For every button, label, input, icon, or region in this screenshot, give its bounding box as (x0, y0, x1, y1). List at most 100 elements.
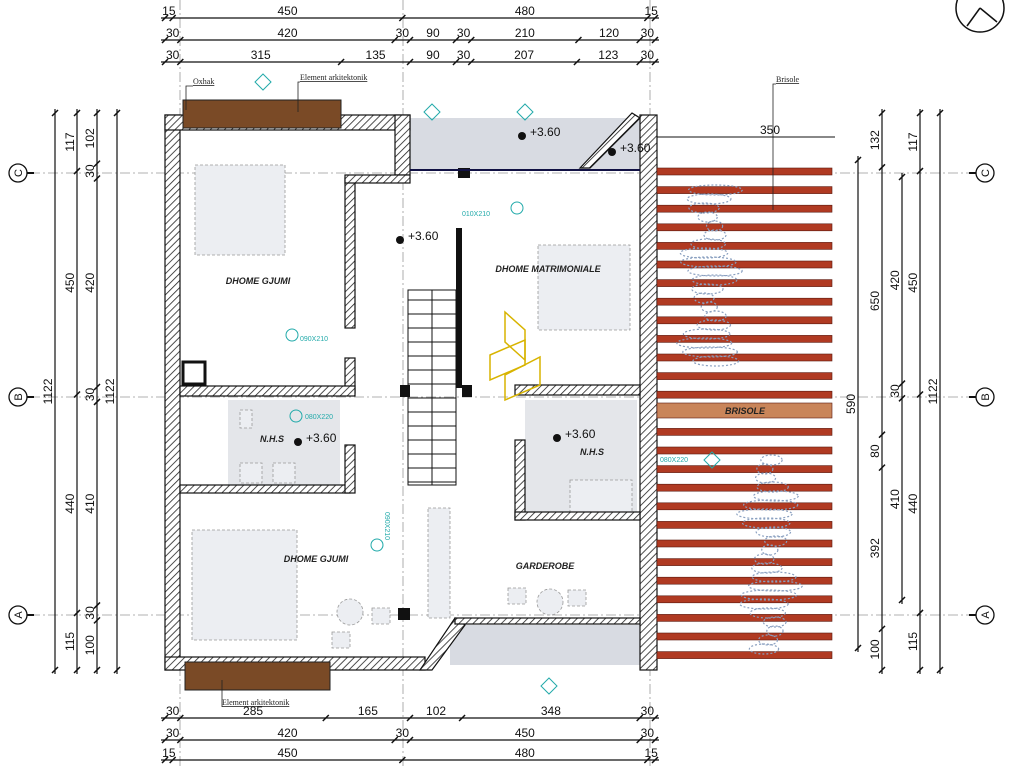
dimension-label: 30 (166, 726, 180, 740)
dimension-tick (916, 666, 924, 674)
level-balcony-corner: +3.60 (620, 141, 651, 155)
dimension-tick (161, 36, 169, 44)
dimension-tick (458, 714, 466, 722)
dimension-label: 30 (83, 387, 97, 401)
plant (688, 202, 720, 214)
dimension-label: 30 (641, 726, 655, 740)
note-architectural-element: Element arkitektonik (300, 73, 367, 82)
dimension-label: 30 (83, 164, 97, 178)
plant (700, 301, 718, 313)
dimension-tick (176, 736, 184, 744)
plant (742, 499, 799, 511)
plant (736, 508, 793, 520)
north-arrow (955, 0, 1005, 33)
dimension-label: 102 (426, 704, 446, 718)
dimension-label: 480 (515, 4, 535, 18)
level-markers: +3.60 +3.60 +3.60 +3.60 +3.60 (294, 125, 651, 446)
wall-bath-left-bottom (179, 484, 351, 494)
plant (691, 283, 724, 295)
opening-door-master: 010X210 (462, 211, 490, 218)
terrace-slat (656, 242, 833, 250)
terrace-slat (656, 595, 833, 604)
dimension-tick (878, 163, 886, 171)
plant (679, 247, 729, 259)
dimension-label: 1122 (41, 378, 55, 404)
level-bath-left: +3.60 (306, 431, 337, 445)
dimension-label: 450 (515, 726, 535, 740)
plant (756, 481, 789, 493)
terrace-slat (656, 539, 833, 548)
terrace-dimension: 350 (657, 123, 835, 138)
dimension-tick (73, 609, 81, 617)
wall-left (164, 114, 181, 671)
plant (751, 571, 797, 583)
column (400, 385, 410, 397)
dimension-label: 650 (868, 291, 882, 311)
terrace-slats (656, 167, 833, 659)
dimension-label: 30 (457, 48, 471, 62)
axis-label: C (13, 169, 25, 177)
plant (692, 355, 740, 367)
dimension-tick (651, 14, 659, 22)
table (336, 598, 364, 626)
plant (766, 625, 784, 637)
dimension-label: 450 (277, 4, 297, 18)
terrace-depth-label: 350 (760, 123, 780, 137)
plant (705, 220, 724, 232)
dimension-label: 210 (515, 26, 535, 40)
dimension-tick (51, 109, 59, 117)
room-label-bedroom: DHOME GJUMI (226, 276, 291, 286)
dimension-label: 30 (641, 26, 655, 40)
dimension-tick (452, 36, 460, 44)
dimension-label: 410 (888, 489, 902, 509)
dimension-label: 123 (598, 48, 618, 62)
dimension-tick (916, 167, 924, 175)
dimension-label: 90 (426, 48, 440, 62)
terrace-slat (656, 558, 833, 566)
dimension-tick (406, 36, 414, 44)
dimension-tick (391, 736, 399, 744)
dimension-label: 15 (162, 746, 176, 760)
dimension-label: 90 (426, 26, 440, 40)
plant (739, 598, 789, 610)
terrace-slat (656, 428, 833, 436)
wall-bottom-right (454, 617, 641, 625)
plant (751, 562, 783, 574)
plant (682, 328, 731, 340)
dimension-tick (573, 58, 581, 66)
shower (569, 479, 633, 513)
dimension-label: 115 (906, 632, 920, 651)
dimension-label: 30 (888, 384, 902, 398)
terrace-slat (656, 204, 833, 213)
dimension-tick (651, 714, 659, 722)
room-label-bath: N.H.S (260, 434, 284, 444)
note-chimney: Oxhak (193, 77, 214, 86)
dimension-tick (73, 666, 81, 674)
dimension-label: 120 (599, 26, 619, 40)
wall-diagonal (418, 617, 466, 671)
dimension-tick (322, 714, 330, 722)
dimension-tick (636, 736, 644, 744)
plant (691, 274, 738, 286)
wall-bath-right-bottom (514, 511, 641, 521)
dimension-tick (93, 601, 101, 609)
dimension-tick (73, 390, 81, 399)
table-garderobe (536, 588, 564, 616)
terrace-slat (656, 465, 833, 473)
wall-hall-top (344, 174, 411, 184)
dimension-label: 102 (83, 128, 97, 148)
plant (758, 634, 779, 646)
plant (749, 607, 787, 619)
furniture (191, 164, 633, 649)
opening-door-bedroom: 090X210 (300, 336, 328, 343)
plant (697, 211, 718, 223)
dimension-tick (93, 383, 101, 391)
room-label-bath: N.H.S (580, 447, 604, 457)
dimension-label: 440 (906, 493, 920, 513)
plant (687, 265, 743, 277)
dimension-tick (898, 380, 906, 388)
watermark-logo (489, 310, 541, 402)
dimension-label: 1122 (103, 378, 117, 404)
dimension-tick (169, 756, 177, 764)
